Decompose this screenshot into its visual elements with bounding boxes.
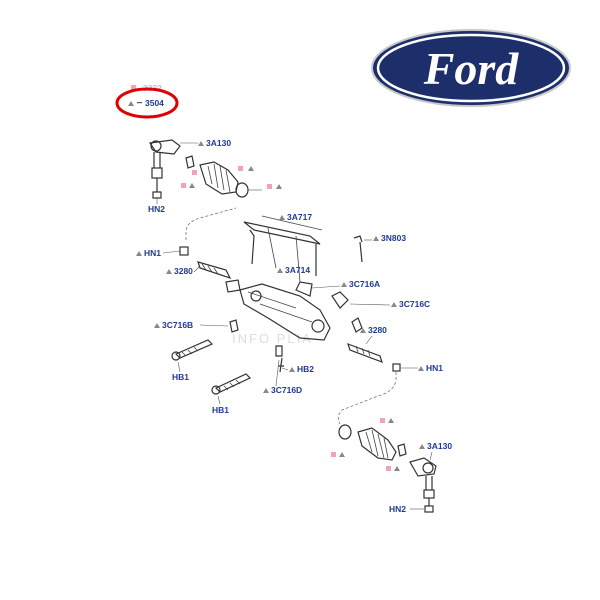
left-lower-links: 3C716B HB1 HB1 HB2 3C716D <box>154 320 314 415</box>
label-3a130-bottom: 3A130 <box>427 441 452 451</box>
dash-marker <box>137 102 142 104</box>
label-3a130-top: 3A130 <box>206 138 231 148</box>
label-3280-right: 3280 <box>368 325 387 335</box>
left-inner-tie-rod: HN1 3280 <box>136 246 232 280</box>
label-hb1-mid: HB1 <box>212 405 229 415</box>
ford-logo-ring <box>376 33 566 103</box>
label-hn2-top: HN2 <box>148 204 165 214</box>
label-hn1-left: HN1 <box>144 248 161 258</box>
label-hn1-right: HN1 <box>426 363 443 373</box>
label-3c716b: 3C716B <box>162 320 193 330</box>
upper-boot <box>181 155 282 240</box>
ford-logo: Ford <box>371 29 571 107</box>
label-hb1-left: HB1 <box>172 372 189 382</box>
rack-callouts: 3A717 3N803 3A714 3C716A 3C716C <box>277 212 430 309</box>
steering-rack-housing <box>225 215 363 373</box>
ford-logo-text: Ford <box>423 43 520 94</box>
label-3c716d: 3C716D <box>271 385 302 395</box>
label-3a717: 3A717 <box>287 212 312 222</box>
triangle-marker <box>128 101 134 106</box>
pink-marker <box>131 85 136 90</box>
watermark-text: INFO PLIA <box>232 331 313 346</box>
right-inner-tie-rod: 3280 HN1 <box>338 325 443 425</box>
highlight-group: 3332 3504 <box>115 83 179 119</box>
lower-boot <box>331 418 407 471</box>
label-3a714: 3A714 <box>285 265 310 275</box>
label-3c716c: 3C716C <box>399 299 430 309</box>
label-3504: 3504 <box>145 98 164 108</box>
upper-tie-rod-end: 3A130 HN2 <box>148 138 231 214</box>
ford-logo-oval <box>371 29 571 107</box>
label-hb2: HB2 <box>297 364 314 374</box>
label-hn2-bottom: HN2 <box>389 504 406 514</box>
label-3280-left: 3280 <box>174 266 193 276</box>
label-3c716a: 3C716A <box>349 279 380 289</box>
highlight-circle <box>115 87 179 119</box>
lower-tie-rod-end: 3A130 HN2 <box>389 441 452 514</box>
label-3n803: 3N803 <box>381 233 406 243</box>
